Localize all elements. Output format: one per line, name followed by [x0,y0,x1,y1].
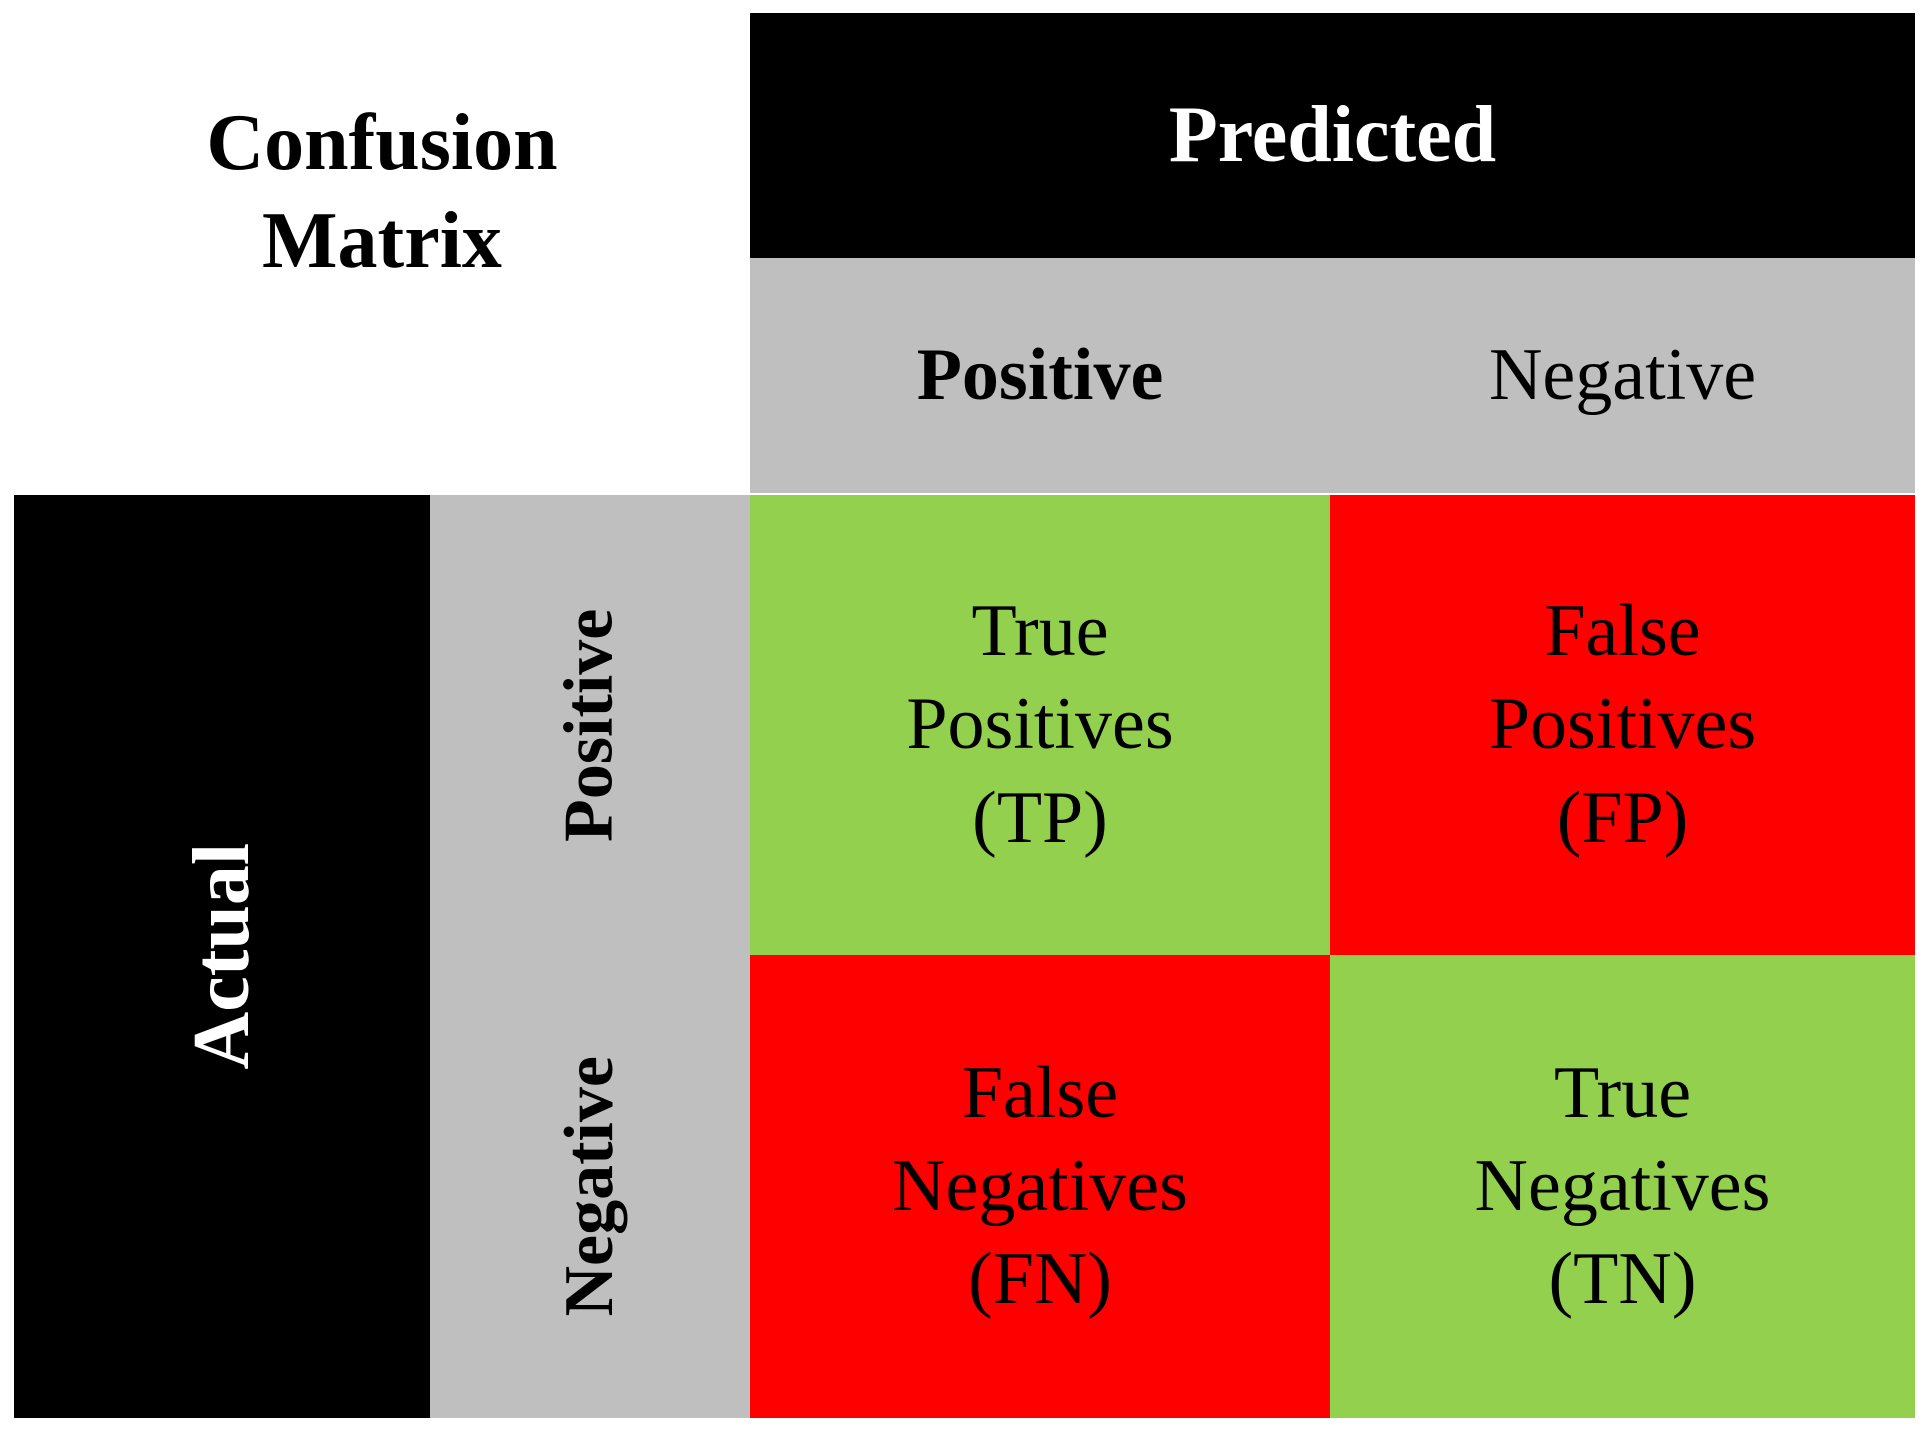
quadrant-fp-line-2: Positives [1488,683,1757,766]
actual-axis-banner: Actual [14,495,430,1418]
quadrant-tn-line-2: Negatives [1474,1144,1771,1227]
actual-row-header-positive: Positive [430,495,750,955]
quadrant-true-negatives: True Negatives (TN) [1330,955,1915,1418]
quadrant-fn-line-2: Negatives [892,1144,1188,1227]
predicted-axis-banner: Predicted [750,13,1915,258]
quadrant-fp-abbr: (FP) [1556,776,1689,859]
actual-axis-label: Actual [177,843,266,1070]
quadrant-tn-line-1: True [1553,1051,1692,1134]
quadrant-fn-abbr: (FN) [968,1238,1112,1321]
page-title-line-2: Matrix [262,197,502,285]
quadrant-tn-abbr: (TN) [1548,1238,1697,1321]
quadrant-tp-line-1: True [971,590,1109,673]
predicted-axis-label: Predicted [1168,91,1497,180]
actual-row-header-negative: Negative [430,955,750,1418]
predicted-column-header-positive: Positive [750,258,1330,493]
quadrant-fn-line-1: False [961,1051,1119,1134]
quadrant-false-negatives: False Negatives (FN) [750,955,1330,1418]
quadrant-true-positives: True Positives (TP) [750,495,1330,955]
quadrant-tp-abbr: (TP) [972,776,1108,859]
page-title-line-1: Confusion [206,99,558,188]
quadrant-tp-line-2: Positives [906,683,1174,766]
actual-row-label-positive: Positive [550,608,628,842]
quadrant-false-positives: False Positives (FP) [1330,495,1915,955]
page-title: Confusion Matrix [14,13,750,493]
predicted-column-label-positive: Positive [916,333,1164,416]
predicted-column-header-negative: Negative [1330,258,1915,493]
quadrant-fp-line-1: False [1544,590,1701,673]
predicted-column-label-negative: Negative [1488,333,1757,416]
actual-row-label-negative: Negative [550,1056,628,1317]
